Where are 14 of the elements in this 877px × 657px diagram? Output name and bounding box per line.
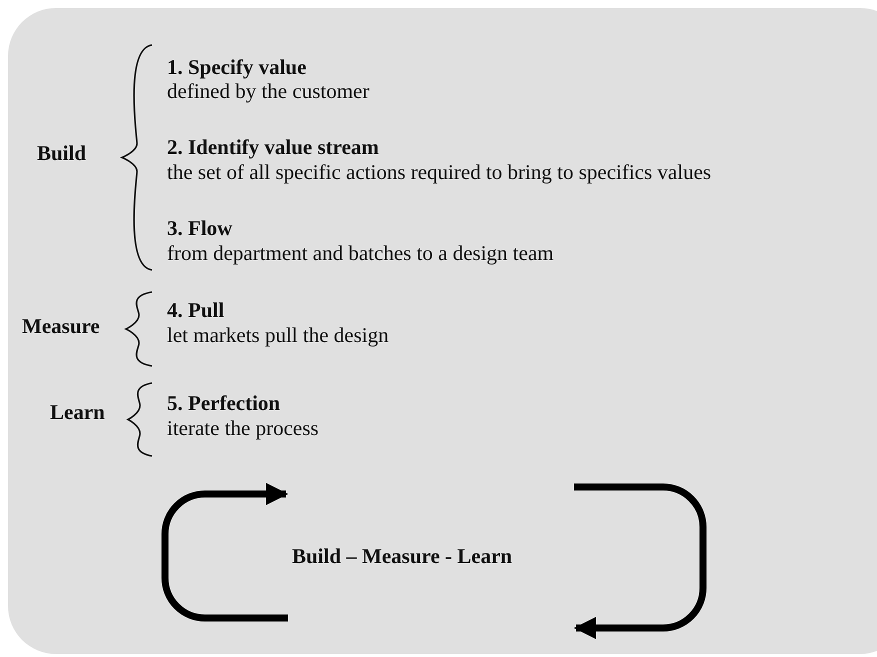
group-label: Learn (50, 402, 105, 423)
group-label: Measure (22, 316, 100, 337)
step-title: 4. Pull (167, 300, 224, 321)
step-description: the set of all specific actions required to bring to specifics values (167, 162, 712, 183)
step-description: let markets pull the design (167, 325, 389, 346)
step-description: from department and batches to a design team (167, 243, 554, 264)
step-title: 3. Flow (167, 218, 232, 239)
cycle-label: Build – Measure - Learn (292, 546, 512, 567)
step-description: defined by the customer (167, 81, 370, 102)
step-title: 1. Specify value (167, 57, 306, 78)
group-label: Build (37, 143, 86, 164)
step-description: iterate the process (167, 418, 319, 439)
step-title: 2. Identify value stream (167, 137, 379, 158)
step-title: 5. Perfection (167, 393, 280, 414)
